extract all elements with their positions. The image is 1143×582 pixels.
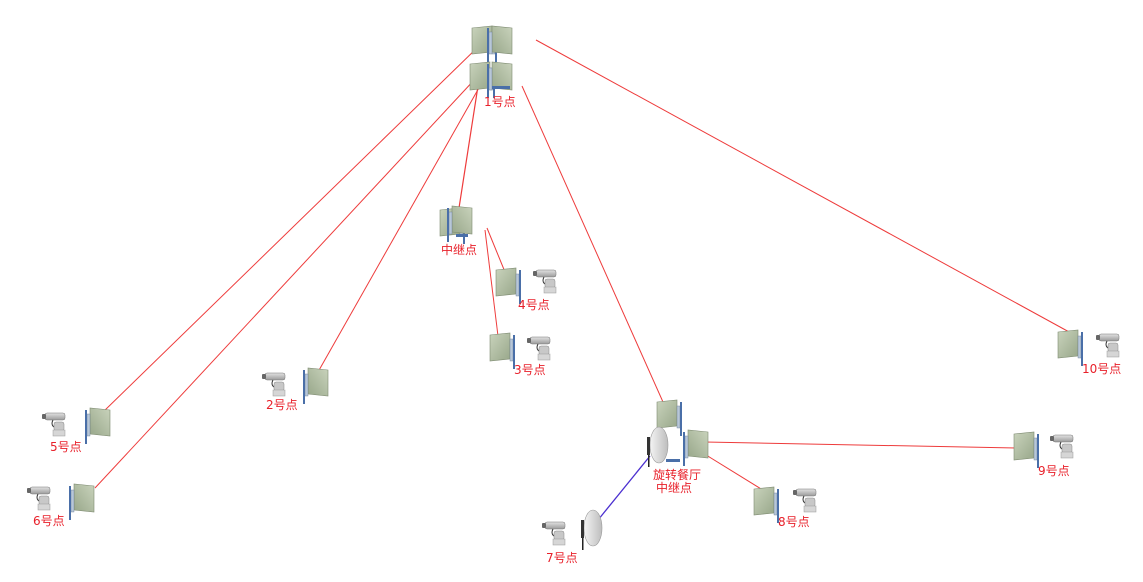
link-s1-relay <box>458 85 479 209</box>
ptz-camera-icon <box>1095 333 1120 358</box>
link-s1-s5 <box>101 44 481 414</box>
ptz-camera-icon <box>261 372 286 397</box>
panel-antenna-icon <box>1057 329 1084 367</box>
ptz-camera-icon <box>26 486 51 511</box>
dish-antenna-icon <box>646 426 669 468</box>
relay-label: 中继点 <box>441 242 477 257</box>
site-8-label: 8号点 <box>778 515 810 529</box>
mount-bracket <box>456 234 468 237</box>
site-6-label: 6号点 <box>33 514 65 528</box>
site-10-label: 10号点 <box>1082 362 1121 376</box>
link-s1-rest <box>521 85 664 403</box>
panel-antenna-icon <box>1013 431 1040 469</box>
site-4-label: 4号点 <box>518 298 550 312</box>
site-5-label: 5号点 <box>50 440 82 454</box>
site-5[interactable]: 5号点 <box>41 407 111 454</box>
site-10[interactable]: 10号点 <box>1057 329 1121 376</box>
site-3-label: 3号点 <box>514 363 546 377</box>
site-1-label: 1号点 <box>484 95 516 109</box>
link-rest-s8 <box>697 449 767 493</box>
site-6[interactable]: 6号点 <box>26 483 95 528</box>
ptz-camera-icon <box>526 336 551 361</box>
ptz-camera-icon <box>541 521 566 546</box>
link-s1-s6 <box>94 77 477 489</box>
panel-antenna-icon <box>68 483 95 521</box>
link-relay-s3 <box>484 229 499 337</box>
site-7-label: 7号点 <box>546 551 578 565</box>
relay-site[interactable]: 中继点 <box>439 205 477 257</box>
panel-antenna-icon <box>753 486 780 524</box>
link-s1-s2 <box>317 85 481 373</box>
link-rest-s9 <box>704 441 1017 449</box>
restaurant-label-line2: 中继点 <box>656 480 692 495</box>
panel-antenna-icon <box>486 61 513 99</box>
dish-antenna-icon <box>580 509 603 551</box>
panel-antenna-icon <box>682 429 709 467</box>
restaurant-label-line1: 旋转餐厅 <box>653 467 701 482</box>
site-9-label: 9号点 <box>1038 464 1070 478</box>
link-s1-s10 <box>535 39 1072 334</box>
ptz-camera-icon <box>1049 434 1074 459</box>
site-4[interactable]: 4号点 <box>495 267 557 312</box>
panel-antenna-icon <box>489 332 516 370</box>
site-3[interactable]: 3号点 <box>489 332 551 377</box>
ptz-camera-icon <box>792 488 817 513</box>
site-8[interactable]: 8号点 <box>753 486 817 529</box>
link-lines <box>94 39 1072 521</box>
panel-antenna-icon <box>302 367 329 405</box>
site-1[interactable]: 1号点 <box>469 25 516 109</box>
site-2-label: 2号点 <box>266 398 298 412</box>
link-relay-s4 <box>486 227 506 273</box>
link-rest-s7 <box>597 455 651 521</box>
site-9[interactable]: 9号点 <box>1013 431 1074 478</box>
ptz-camera-icon <box>532 269 557 294</box>
site-2[interactable]: 2号点 <box>261 367 329 412</box>
revolving-restaurant-relay[interactable]: 旋转餐厅 中继点 <box>646 399 709 495</box>
mount-bracket <box>492 86 510 89</box>
site-7[interactable]: 7号点 <box>541 509 603 565</box>
mount-bracket <box>666 459 680 462</box>
ptz-camera-icon <box>41 412 66 437</box>
panel-antenna-icon <box>84 407 111 445</box>
